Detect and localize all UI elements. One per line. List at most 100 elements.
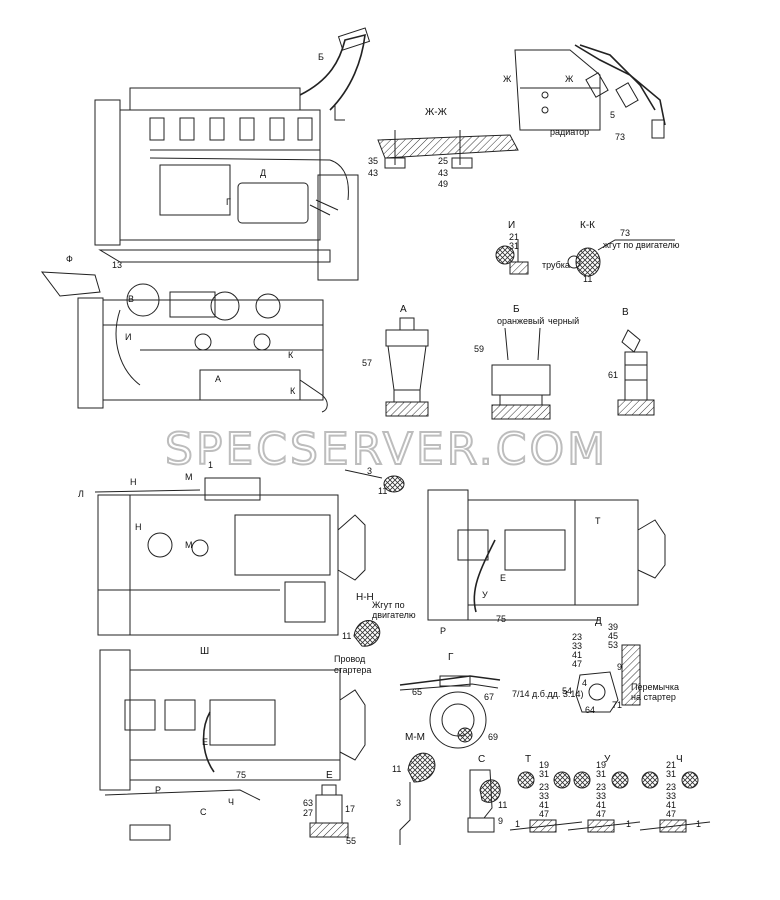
- section-title-k-k: К-К: [580, 220, 595, 231]
- callout-9: 9: [617, 662, 622, 672]
- section-t: Т 19 31 23 33 41 47 1: [509, 754, 583, 833]
- caption-starter-wire-a: Провод: [334, 654, 366, 664]
- transmission-main-view: 1 Л Н М Н М 3 11: [78, 460, 405, 636]
- callout-53: 53: [608, 640, 618, 650]
- section-title-a: А: [400, 304, 407, 315]
- view-mark-r: Р: [440, 626, 446, 636]
- callout-31: 31: [596, 769, 606, 779]
- section-title-t: Т: [525, 754, 531, 765]
- callout-11: 11: [342, 631, 351, 641]
- view-mark-e: Е: [500, 573, 506, 583]
- callout-1: 1: [515, 819, 520, 829]
- callout-41: 41: [572, 650, 582, 660]
- section-title-ch: Ч: [676, 754, 683, 765]
- callout-11: 11: [498, 800, 507, 810]
- callout-23: 23: [666, 782, 676, 792]
- view-mark-s: С: [200, 807, 207, 817]
- view-mark-n: Н: [135, 522, 142, 532]
- section-title-b: Б: [513, 304, 520, 315]
- section-title-g: Г: [448, 652, 454, 663]
- section-a: А 57: [362, 304, 429, 417]
- view-mark-zh: Ж: [503, 74, 512, 84]
- section-title-s: С: [478, 754, 485, 765]
- section-title-i: И: [508, 220, 515, 231]
- view-mark-zh: Ж: [565, 74, 574, 84]
- caption-jumper-b: на стартер: [631, 692, 676, 702]
- callout-19: 19: [539, 760, 549, 770]
- view-mark-b: Б: [318, 52, 324, 62]
- callout-73: 73: [620, 228, 630, 238]
- view-mark-t: Т: [595, 516, 601, 526]
- caption-starter-wire-b: стартера: [334, 665, 371, 675]
- section-title-u: У: [604, 754, 611, 765]
- callout-47: 47: [596, 809, 606, 819]
- callout-33: 33: [539, 791, 549, 801]
- section-title-e: Е: [326, 770, 333, 781]
- callout-23: 23: [596, 782, 606, 792]
- engine-side-view: Б Д Г: [94, 27, 371, 281]
- caption-harness-engine-a: Жгут по: [372, 600, 405, 610]
- callout-47: 47: [539, 809, 549, 819]
- callout-67: 67: [484, 692, 494, 702]
- view-mark-r: Р: [155, 785, 161, 795]
- view-mark-ch: Ч: [228, 797, 234, 807]
- view-mark-e: Е: [202, 737, 208, 747]
- view-mark-g: Г: [226, 197, 231, 207]
- callout-43: 43: [368, 168, 378, 178]
- callout-21: 21: [666, 760, 676, 770]
- callout-75: 75: [236, 770, 246, 780]
- callout-61: 61: [608, 370, 618, 380]
- section-zh-zh: Ж-Ж 35 43 25 43 49: [368, 107, 519, 189]
- section-k-k: К-К 73 жгут по двигателю трубка 11: [542, 220, 680, 284]
- callout-9: 9: [498, 816, 503, 826]
- callout-1: 1: [696, 819, 701, 829]
- callout-19: 19: [596, 760, 606, 770]
- callout-41: 41: [666, 800, 676, 810]
- view-mark-l: Л: [78, 489, 84, 499]
- callout-31: 31: [666, 769, 676, 779]
- callout-71: 71: [612, 700, 622, 710]
- section-title-sh: Ш: [200, 646, 209, 657]
- caption-black: черный: [548, 316, 579, 326]
- section-sh: Ш Е 75 Р С Ч: [99, 646, 366, 841]
- view-mark-u: У: [482, 590, 488, 600]
- callout-3: 3: [396, 798, 401, 808]
- section-title-n-n: Н-Н: [356, 592, 374, 603]
- callout-63: 63: [303, 798, 313, 808]
- transmission-second-view: Т Е У Р 75: [427, 489, 666, 636]
- callout-33: 33: [572, 641, 582, 651]
- callout-21: 21: [509, 232, 519, 242]
- callout-3: 3: [367, 466, 372, 476]
- callout-59: 59: [474, 344, 484, 354]
- callout-64: 64: [585, 705, 595, 715]
- section-ch: Ч 21 31 23 33 41 47 1: [639, 754, 711, 833]
- caption-harness-engine-b: двигателю: [372, 610, 416, 620]
- callout-69: 69: [488, 732, 498, 742]
- view-mark-a: А: [215, 374, 221, 384]
- callout-43: 43: [438, 168, 448, 178]
- section-title-zh-zh: Ж-Ж: [425, 107, 448, 118]
- caption-harness-engine: жгут по двигателю: [603, 240, 680, 250]
- caption-jumper-a: Перемычка: [631, 682, 679, 692]
- view-mark-m: М: [185, 540, 193, 550]
- view-mark-13: 13: [112, 260, 122, 270]
- callout-23: 23: [539, 782, 549, 792]
- section-title-d: Д: [595, 616, 602, 627]
- view-mark-f: Ф: [66, 254, 73, 264]
- callout-65: 65: [412, 687, 422, 697]
- callout-75: 75: [496, 614, 506, 624]
- callout-11: 11: [392, 764, 401, 774]
- section-d: Д 39 45 53 23 33 41 47 9 4 Перемычка на …: [562, 616, 679, 715]
- callout-25: 25: [438, 156, 448, 166]
- callout-55: 55: [346, 836, 356, 846]
- callout-4: 4: [582, 678, 587, 688]
- watermark: SPECSERVER.COM: [165, 424, 608, 475]
- callout-33: 33: [666, 791, 676, 801]
- view-mark-k: К: [290, 386, 296, 396]
- section-title-v: В: [622, 307, 629, 318]
- section-g: Г 65 67 7/14 д.б.дд. 3.14) 69: [399, 652, 583, 749]
- callout-39: 39: [608, 622, 618, 632]
- radiator-bracket: Ж Ж 5 радиатор 73: [503, 44, 666, 142]
- callout-57: 57: [362, 358, 372, 368]
- section-i: И 21 31: [495, 220, 529, 275]
